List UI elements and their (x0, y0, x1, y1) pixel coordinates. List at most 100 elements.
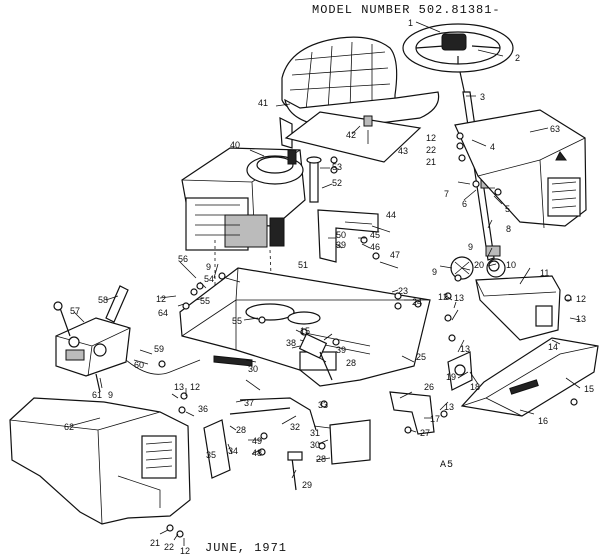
frame-chassis (179, 267, 431, 387)
callout-3: 3 (480, 92, 485, 102)
callout-21: 21 (426, 157, 436, 167)
callout-22b: 22 (164, 542, 174, 552)
callout-30b: 30 (310, 440, 320, 450)
callout-50: 50 (336, 230, 346, 240)
rear-fender (9, 397, 191, 525)
leader-lines (69, 21, 581, 546)
callout-32: 32 (290, 422, 300, 432)
callout-9d: 9 (206, 262, 211, 272)
callout-13b: 13 (460, 344, 470, 354)
callout-18: 18 (470, 382, 480, 392)
callout-15: 15 (584, 384, 594, 394)
callout-54: 54 (204, 274, 214, 284)
callout-28b: 28 (236, 425, 246, 435)
callout-35: 35 (206, 450, 216, 460)
callout-61: 61 (92, 390, 102, 400)
callout-47: 47 (390, 250, 400, 260)
callout-45: 45 (370, 230, 380, 240)
callout-19: 19 (446, 372, 456, 382)
callout-52: 52 (332, 178, 342, 188)
oil-fill-tube (306, 156, 322, 203)
callout-37: 37 (244, 398, 254, 408)
callout-26: 26 (424, 382, 434, 392)
steering-wheel (402, 23, 514, 96)
callout-13c: 13 (576, 314, 586, 324)
callout-17: 17 (430, 414, 440, 424)
callout-34: 34 (228, 446, 238, 456)
callout-12: 12 (426, 133, 436, 143)
engine (181, 147, 306, 301)
callout-6: 6 (462, 199, 467, 209)
mounting-bracket (317, 209, 379, 263)
callout-51: 51 (298, 260, 308, 270)
callout-4: 4 (490, 142, 495, 152)
callout-12c: 12 (576, 294, 586, 304)
callout-14: 14 (548, 342, 558, 352)
control-assembly (53, 301, 201, 393)
callout-31: 31 (310, 428, 320, 438)
light-bracket (447, 351, 473, 391)
pedal-linkage (229, 333, 333, 431)
callout-39b: 39 (336, 240, 346, 250)
callout-55b: 55 (200, 296, 210, 306)
callout-1: 1 (408, 18, 413, 28)
callout-39: 39 (336, 345, 346, 355)
battery-tray (287, 419, 371, 491)
sheet-code: A5 (440, 460, 455, 471)
callout-41: 41 (258, 98, 268, 108)
callout-8: 8 (506, 224, 511, 234)
callout-13e: 13 (174, 382, 184, 392)
callout-13: 13 (454, 293, 464, 303)
callout-46: 46 (370, 242, 380, 252)
callout-20: 20 (474, 260, 484, 270)
callout-24: 24 (412, 297, 422, 307)
seat-pan (284, 111, 422, 163)
callout-28c: 28 (316, 454, 326, 464)
callout-40: 40 (230, 140, 240, 150)
side-bracket (203, 419, 231, 479)
hood-cover (454, 109, 587, 229)
callout-43: 43 (398, 146, 408, 156)
callout-21b: 21 (150, 538, 160, 548)
callout-56: 56 (178, 254, 188, 264)
callout-60: 60 (134, 360, 144, 370)
callout-2: 2 (515, 53, 520, 63)
callout-9: 9 (468, 242, 473, 252)
dash-panel (475, 275, 561, 341)
callout-48: 48 (252, 448, 262, 458)
callout-12b: 12 (438, 292, 448, 302)
callout-53: 53 (332, 162, 342, 172)
control-lever (105, 285, 129, 323)
callout-12e: 12 (180, 546, 190, 556)
callout-15b: 15 (300, 326, 310, 336)
callout-62: 62 (64, 422, 74, 432)
front-shroud (460, 337, 599, 417)
callout-23: 23 (398, 286, 408, 296)
fasteners (158, 132, 578, 538)
callout-16: 16 (538, 416, 548, 426)
callout-29: 29 (302, 480, 312, 490)
callout-55: 55 (232, 316, 242, 326)
callout-38: 38 (286, 338, 296, 348)
callout-12f: 12 (156, 294, 166, 304)
callout-25: 25 (416, 352, 426, 362)
callout-27: 27 (420, 428, 430, 438)
revision-date: JUNE, 1971 (205, 541, 288, 555)
callout-44: 44 (386, 210, 396, 220)
callout-10: 10 (506, 260, 516, 270)
callout-64: 64 (158, 308, 168, 318)
callout-57: 57 (70, 306, 80, 316)
callout-11: 11 (540, 268, 549, 278)
callout-49: 49 (252, 436, 262, 446)
callout-42: 42 (346, 130, 356, 140)
callout-9c: 9 (108, 390, 113, 400)
callout-7: 7 (444, 189, 449, 199)
callout-36: 36 (198, 404, 208, 414)
seat (279, 36, 440, 149)
callout-22: 22 (426, 145, 436, 155)
callout-63: 63 (550, 124, 560, 134)
callout-9b: 9 (432, 267, 437, 277)
callout-59: 59 (154, 344, 164, 354)
callout-28: 28 (346, 358, 356, 368)
